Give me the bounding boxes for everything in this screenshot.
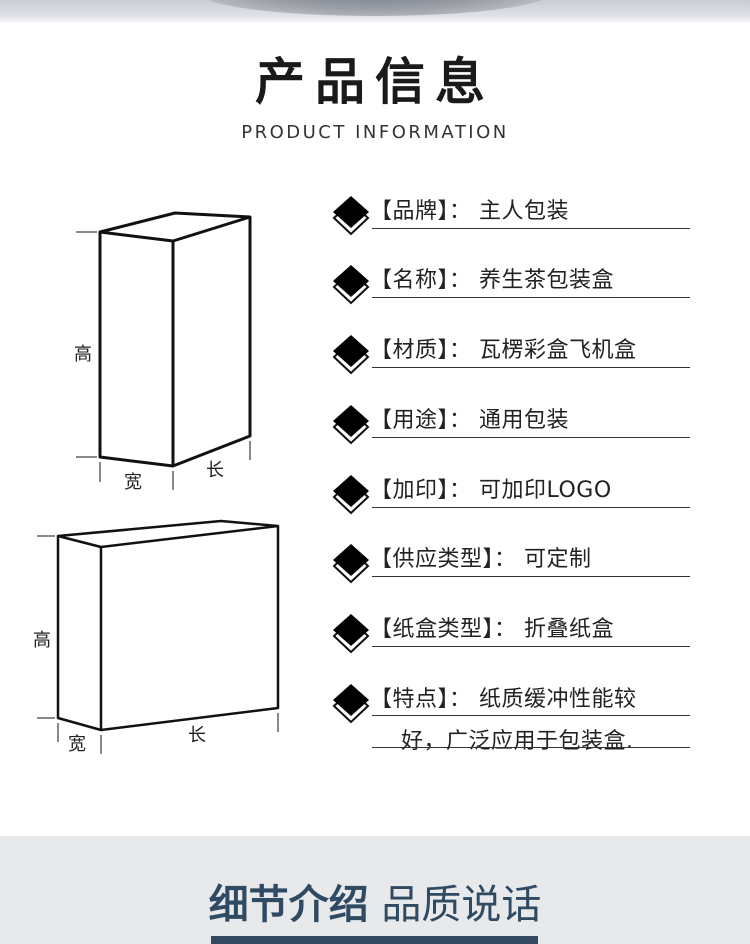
diamond-bullet-icon [332, 335, 370, 375]
info-row-print: 【加印】： 可加印LOGO [330, 472, 690, 520]
details-heading-bold: 细节介绍 [208, 882, 369, 928]
info-row-material: 【材质】： 瓦楞彩盒飞机盒 [330, 332, 690, 380]
diamond-bullet-icon [332, 475, 370, 515]
info-text-continued: 好，广泛应用于包装盒. [401, 729, 634, 754]
info-text: 【名称】： 养生茶包装盒 [370, 268, 615, 293]
details-banner-bar [211, 936, 538, 944]
info-text: 【纸盒类型】： 折叠纸盒 [370, 617, 615, 642]
info-row-features: 【特点】： 纸质缓冲性能较 好，广泛应用于包装盒. [330, 681, 690, 754]
product-photo-edge [200, 0, 550, 16]
page-title: 产品信息 [255, 53, 495, 111]
underline [372, 715, 690, 716]
diamond-bullet-icon [332, 265, 370, 305]
info-text: 【加印】： 可加印LOGO [370, 478, 612, 503]
info-row-usage: 【用途】： 通用包装 [330, 402, 690, 450]
underline [372, 747, 690, 748]
top-photo-strip [0, 0, 750, 22]
box1-height-label: 高 [74, 344, 92, 365]
info-text: 【供应类型】： 可定制 [370, 547, 592, 572]
diamond-bullet-icon [332, 544, 370, 584]
details-heading: 细节介绍 品质说话 [0, 872, 750, 930]
underline [372, 437, 690, 438]
underline [372, 297, 690, 298]
box2-width-label: 宽 [68, 734, 86, 755]
underline [372, 367, 690, 368]
info-row-box-type: 【纸盒类型】： 折叠纸盒 [330, 611, 690, 659]
diamond-bullet-icon [332, 684, 370, 724]
diamond-bullet-icon [332, 614, 370, 654]
details-heading-light: 品质说话 [381, 882, 542, 928]
underline [372, 576, 690, 577]
box1-length-label: 长 [206, 460, 224, 481]
info-row-brand: 【品牌】： 主人包装 [330, 193, 690, 241]
info-row-supply-type: 【供应类型】： 可定制 [330, 541, 690, 589]
info-text: 【品牌】： 主人包装 [370, 199, 570, 224]
box2-height-label: 高 [33, 630, 51, 651]
page-subtitle: PRODUCT INFORMATION [241, 122, 509, 143]
diamond-bullet-icon [332, 405, 370, 445]
wide-box-drawing [37, 519, 280, 754]
underline [372, 507, 690, 508]
info-text: 【特点】： 纸质缓冲性能较 [370, 687, 637, 712]
underline [372, 646, 690, 647]
details-section-band [0, 836, 750, 944]
underline [372, 228, 690, 229]
tall-box-drawing [76, 211, 252, 490]
diamond-bullet-icon [332, 196, 370, 236]
info-row-name: 【名称】： 养生茶包装盒 [330, 262, 690, 310]
box1-width-label: 宽 [124, 472, 142, 493]
box2-length-label: 长 [188, 725, 206, 746]
box-dimension-diagram [37, 211, 280, 754]
info-text: 【材质】： 瓦楞彩盒飞机盒 [370, 338, 637, 363]
info-text: 【用途】： 通用包装 [370, 408, 570, 433]
